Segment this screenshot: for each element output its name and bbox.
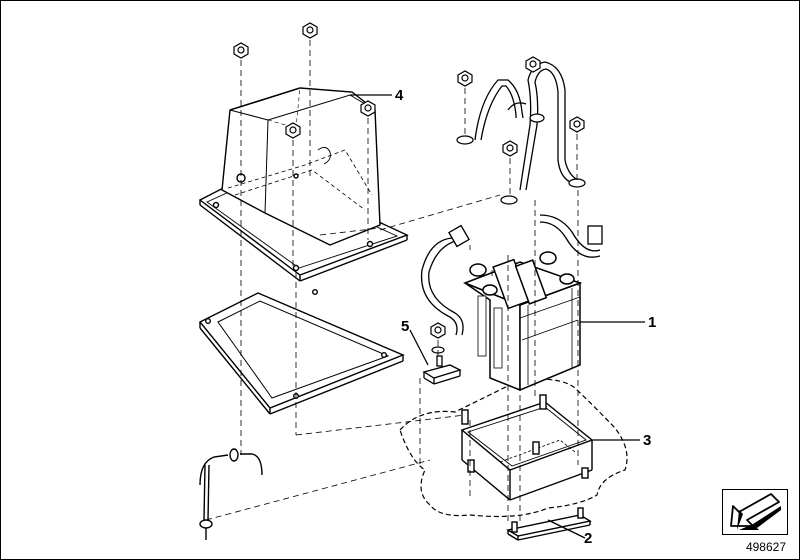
battery-cables <box>420 61 603 336</box>
arrow-down-left-icon <box>730 493 781 530</box>
callout-4: 4 <box>395 87 404 104</box>
leader-lines <box>350 94 645 539</box>
strap-eyelets <box>456 113 586 205</box>
battery-cover <box>198 87 409 282</box>
terminal-nut <box>430 322 446 354</box>
battery <box>462 251 583 392</box>
strap-nuts <box>457 56 585 157</box>
gasket <box>198 289 405 415</box>
callout-2: 2 <box>584 530 593 547</box>
cover-nuts <box>233 22 376 139</box>
callout-3: 3 <box>643 432 652 449</box>
insert-pad <box>422 355 462 385</box>
next-diagram-button[interactable] <box>722 489 788 535</box>
document-number: 498627 <box>745 540 786 554</box>
hold-down-strap <box>506 507 592 541</box>
callout-5: 5 <box>401 318 410 335</box>
drain-tube <box>199 448 263 540</box>
assembly-guides <box>205 40 579 525</box>
callout-1: 1 <box>648 314 657 331</box>
